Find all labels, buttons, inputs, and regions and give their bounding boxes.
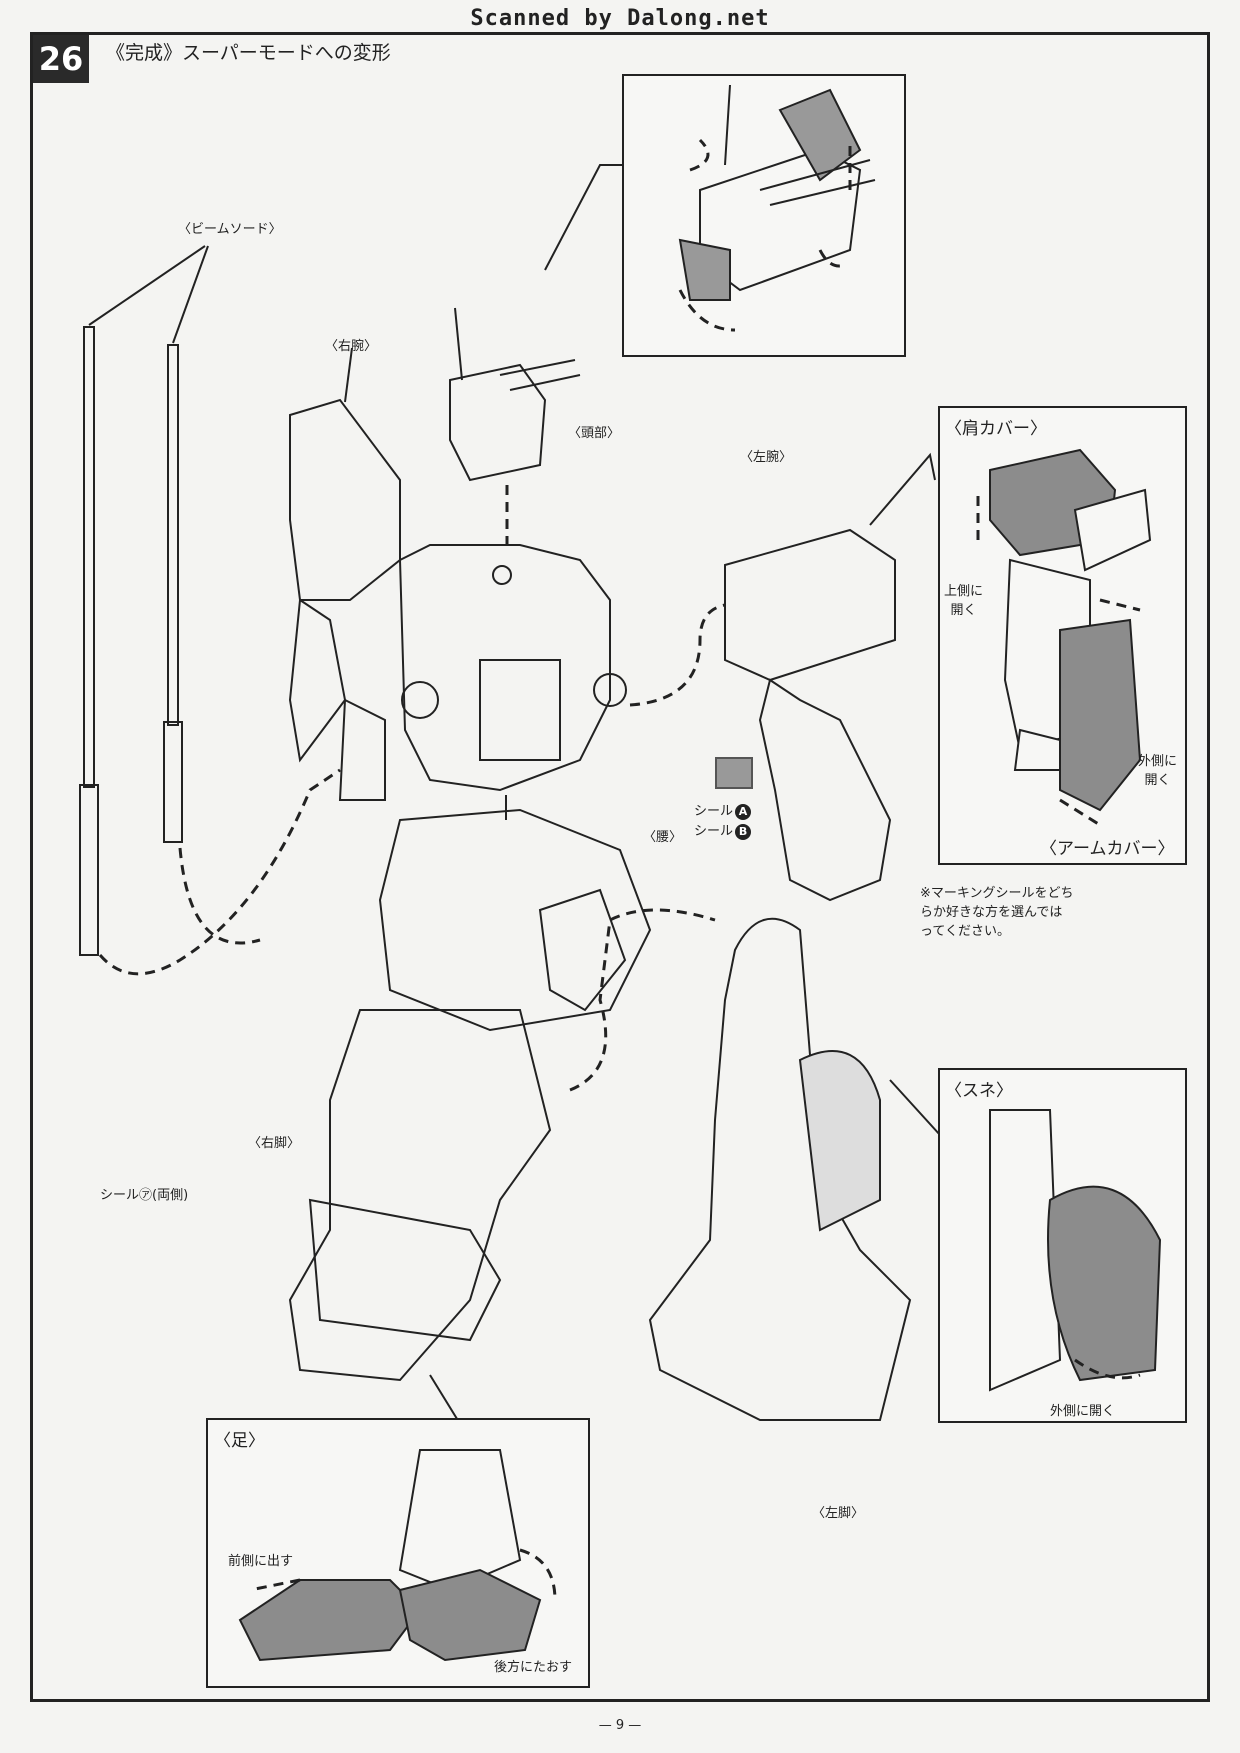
page-frame bbox=[30, 32, 1210, 1702]
shoulder-open-out: 外側に 開く bbox=[1138, 754, 1178, 788]
left-arm-illustration bbox=[715, 528, 896, 902]
label-waist: 〈腰〉 bbox=[643, 830, 683, 845]
seal-a-mark: A bbox=[735, 804, 752, 820]
shoulder-detail-drawing bbox=[989, 448, 1152, 812]
page-number: — 9 — bbox=[598, 1718, 642, 1733]
seal-b-mark: B bbox=[735, 824, 752, 840]
shin-open-out: 外側に開く bbox=[1050, 1404, 1116, 1419]
left-leg-illustration bbox=[648, 917, 912, 1421]
foot-detail-drawing bbox=[238, 1449, 542, 1662]
head-illustration bbox=[449, 307, 581, 482]
seal-a-text: シール bbox=[694, 804, 734, 819]
shin-detail-drawing bbox=[989, 1109, 1162, 1392]
scan-credit: Scanned by Dalong.net bbox=[470, 6, 770, 31]
label-seal-ya: シール㋐(両側) bbox=[100, 1188, 189, 1203]
right-leg-illustration bbox=[288, 1009, 552, 1382]
head-detail-drawing bbox=[678, 84, 876, 301]
label-right-arm: 〈右腕〉 bbox=[325, 339, 378, 354]
seal-b-text: シール bbox=[694, 824, 734, 839]
label-right-leg: 〈右脚〉 bbox=[248, 1136, 301, 1151]
foot-backward: 後方にたおす bbox=[494, 1660, 573, 1675]
shoulder-open-up: 上側に 開く bbox=[944, 584, 984, 618]
beam-sword-illustration bbox=[79, 245, 209, 956]
shoulder-box-title: 〈肩カバー〉 bbox=[945, 419, 1047, 439]
label-left-arm: 〈左腕〉 bbox=[740, 450, 793, 465]
right-arm-illustration bbox=[288, 347, 401, 801]
step-title: 《完成》スーパーモードへの変形 bbox=[106, 42, 391, 64]
label-head: 〈頭部〉 bbox=[568, 426, 621, 441]
arm-cover-label: 〈アームカバー〉 bbox=[1040, 839, 1175, 859]
waist-illustration bbox=[378, 795, 652, 1032]
step-number: 26 bbox=[33, 35, 89, 83]
marking-seal-note: ※マーキングシールをどち らか好きな方を選んでは ってください。 bbox=[920, 886, 1074, 939]
chest-illustration bbox=[398, 544, 627, 792]
shin-box-title: 〈スネ〉 bbox=[945, 1081, 1013, 1101]
foot-forward: 前側に出す bbox=[228, 1554, 294, 1569]
label-left-leg: 〈左脚〉 bbox=[812, 1506, 865, 1521]
foot-box-title: 〈足〉 bbox=[214, 1431, 265, 1451]
label-beam-sword: 〈ビームソード〉 bbox=[178, 222, 282, 237]
